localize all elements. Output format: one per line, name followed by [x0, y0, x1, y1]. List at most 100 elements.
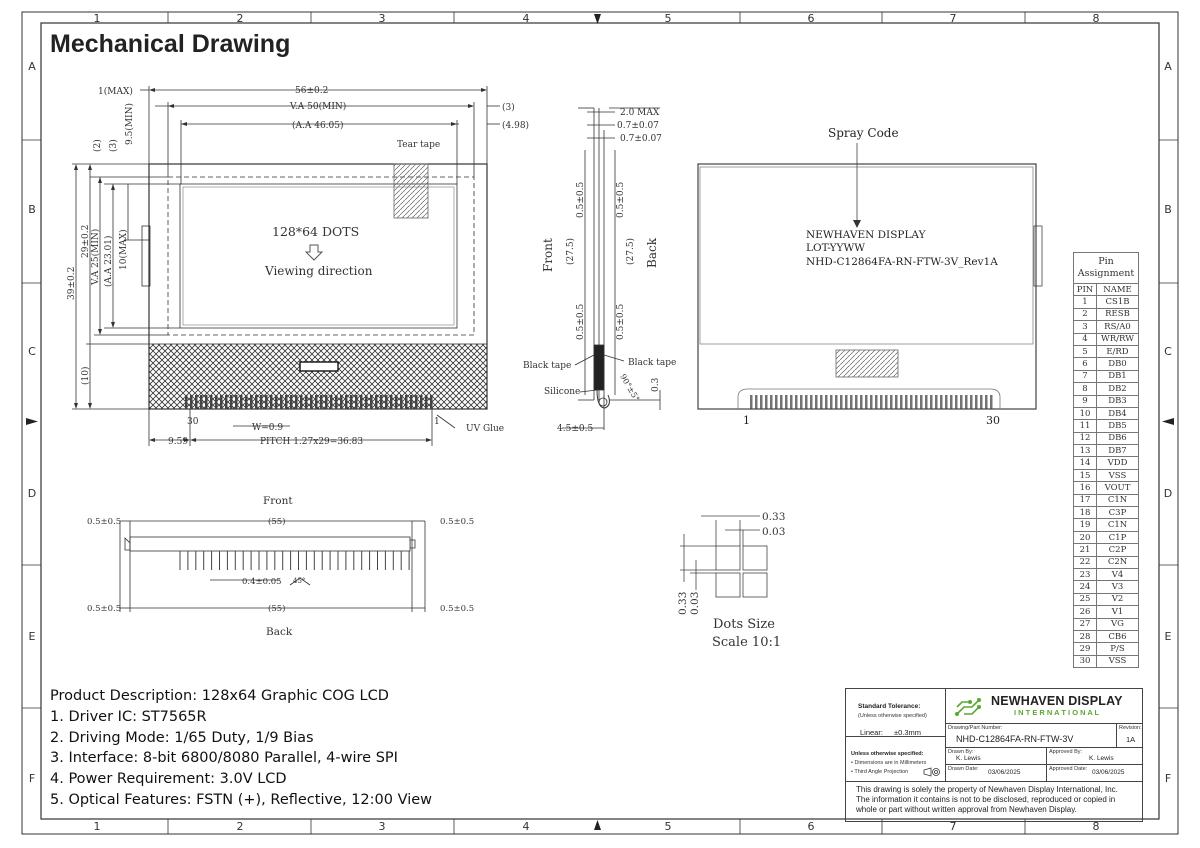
description-line: 2. Driving Mode: 1/65 Duty, 1/9 Bias — [50, 729, 314, 746]
dim-f05b: 0.5±0.5 — [576, 304, 586, 340]
dim-b275: (27.5) — [625, 238, 636, 265]
fpc-view-text: Front Back 0.5±0.5 (55) 0.5±0.5 0.5±0.5 … — [87, 495, 474, 638]
pin-name: WR/RW — [1096, 332, 1139, 346]
company-sub: I N T E R N A T I O N A L — [1014, 708, 1100, 717]
linear-value: ±0.3mm — [894, 728, 922, 737]
pin-name: V3 — [1096, 580, 1139, 594]
third-angle-projection-icon — [923, 767, 940, 777]
dots-title: Dots Size — [713, 617, 775, 632]
grid-ticks — [22, 12, 1178, 834]
pin-name: P/S — [1096, 642, 1139, 656]
pin-name: VSS — [1096, 468, 1139, 483]
fpc-side-tab — [141, 225, 151, 287]
pin-name: V1 — [1096, 605, 1139, 619]
dim-w09: W=0.9 — [252, 423, 283, 433]
pin-number: 20 — [1073, 530, 1097, 545]
label-spray-code: Spray Code — [828, 126, 899, 140]
pin-number: 30 — [1073, 654, 1097, 669]
dim-height: 39±0.2 — [67, 267, 77, 300]
divider — [846, 781, 1142, 782]
viewing-direction-arrow — [304, 244, 324, 261]
dim-t07b: 0.7±0.07 — [620, 134, 662, 144]
grid-labels: 1 2 3 4 5 6 7 8 1 2 3 4 5 6 7 8 A B C D … — [28, 12, 1172, 833]
description-line: 5. Optical Features: FSTN (+), Reflectiv… — [50, 791, 433, 808]
description-line: Product Description: 128x64 Graphic COG … — [50, 688, 389, 704]
label-front: Front — [541, 238, 555, 272]
dim-l3: (3) — [108, 139, 119, 152]
part-number: NHD-C12864FA-RN-FTW-3V — [956, 734, 1074, 744]
divider — [945, 764, 1142, 765]
center-arrows — [26, 14, 1174, 830]
pin-number: 2 — [1073, 307, 1097, 322]
pin-number: 6 — [1073, 357, 1097, 371]
fpc-dim-r1: 0.5±0.5 — [440, 517, 474, 527]
pin-number: 23 — [1073, 567, 1097, 582]
row-label-right: E — [1165, 630, 1172, 643]
dim-va: V.A 50(MIN) — [289, 101, 346, 112]
dim-d03: 0.3 — [651, 377, 661, 392]
pin-number: 9 — [1073, 394, 1097, 408]
pin-number: 21 — [1073, 543, 1097, 557]
dim-f275: (27.5) — [565, 238, 576, 265]
label-back: Back — [645, 237, 659, 268]
description-line: 3. Interface: 8-bit 6800/8080 Parallel, … — [50, 750, 398, 767]
divider — [945, 689, 946, 781]
pin-number: 22 — [1073, 555, 1097, 570]
fpc-dim-m1: (55) — [268, 516, 285, 527]
pin-number: 13 — [1073, 444, 1097, 458]
fpc-dim-l1: 0.5±0.5 — [87, 517, 121, 527]
pin-number: 7 — [1073, 369, 1097, 384]
divider — [1046, 747, 1047, 781]
footer-line: The information it contains is not to be… — [856, 795, 1116, 804]
fpc-pins — [179, 551, 410, 570]
pin-name: DB6 — [1096, 431, 1139, 446]
row-label-right: C — [1164, 345, 1172, 358]
part-number-label: Drawing/Part Number: — [948, 725, 1003, 731]
back-pin1: 1 — [743, 414, 750, 427]
dim-t07a: 0.7±0.07 — [617, 121, 659, 131]
side-view — [562, 107, 661, 430]
dim-aa23: (A.A 23.01) — [103, 235, 114, 287]
fpc-back-label: Back — [266, 626, 293, 638]
std-tolerance-label: Standard Tolerance: — [858, 703, 921, 710]
dim-pitch: PITCH 1.27x29=36.83 — [260, 437, 363, 447]
dim-b10: (10) — [80, 367, 91, 385]
label-black-tape-left: Black tape — [523, 361, 571, 371]
company-name: NEWHAVEN DISPLAY — [991, 694, 1123, 708]
pin-name: C3P — [1096, 506, 1139, 520]
label-tear-tape: Tear tape — [397, 140, 440, 150]
row-label-left: F — [29, 772, 35, 785]
col-label-bottom: 2 — [237, 820, 244, 833]
description-line: 1. Driver IC: ST7565R — [50, 708, 207, 725]
pin-name: DB2 — [1096, 382, 1139, 396]
fpc-dim-l2: 0.5±0.5 — [87, 604, 121, 614]
product-description: Product Description: 128x64 Graphic COG … — [50, 686, 432, 811]
dim-aa: (A.A 46.05) — [292, 120, 344, 131]
dim-l2: (2) — [92, 139, 103, 152]
pin-name: DB5 — [1096, 419, 1139, 433]
pin-name: C1N — [1096, 518, 1139, 532]
fpc-pin-row — [185, 395, 435, 409]
dots-v033: 0.33 — [677, 592, 689, 615]
approved-date-label: Approved Date: — [1049, 766, 1088, 772]
dim-l95: 9.5(MIN) — [124, 103, 135, 145]
dim-width: 56±0.2 — [295, 86, 328, 96]
footer-line: whole or part without written approval f… — [856, 805, 1077, 814]
drawn-by: K. Lewis — [956, 755, 981, 762]
approved-by: K. Lewis — [1089, 755, 1114, 762]
col-label-top: 8 — [1093, 12, 1100, 25]
pin-number: 17 — [1073, 493, 1097, 508]
row-label-right: B — [1164, 203, 1172, 216]
dots-view-text: 0.33 0.03 0.33 0.03 Dots Size Scale 10:1 — [677, 511, 785, 650]
